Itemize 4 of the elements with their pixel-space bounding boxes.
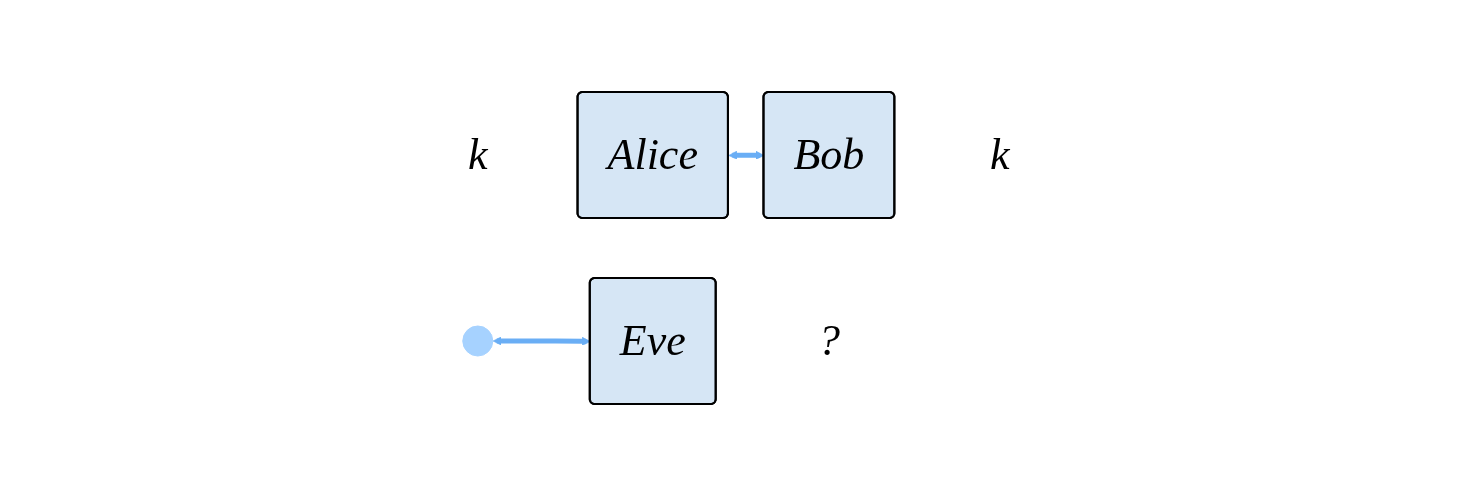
arrow [493,336,591,346]
node-label: ? [818,316,841,365]
node-label: k [990,130,1010,179]
node-label: k [468,130,488,179]
